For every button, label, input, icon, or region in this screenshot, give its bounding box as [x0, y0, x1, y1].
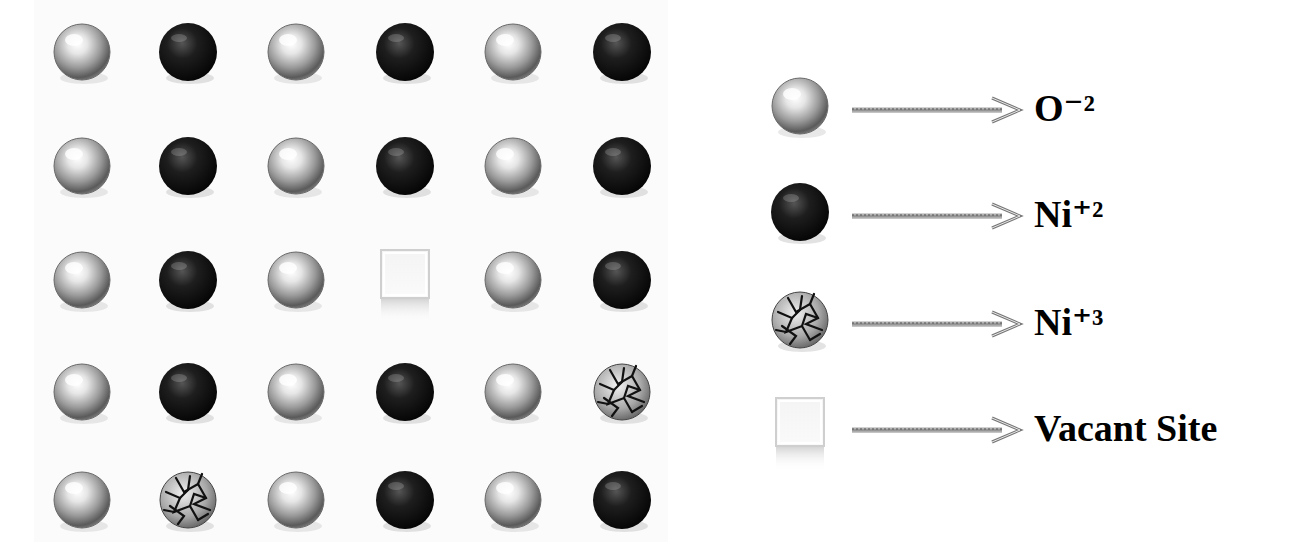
- legend-label: Ni⁺³: [1034, 303, 1103, 341]
- legend-label: O⁻²: [1034, 89, 1095, 127]
- legend-symbols: [771, 78, 829, 470]
- legend-label: Vacant Site: [1034, 409, 1217, 447]
- legend-arrows: [852, 98, 1020, 442]
- legend-label: Ni⁺²: [1034, 195, 1103, 233]
- lattice-ground: [34, 0, 668, 542]
